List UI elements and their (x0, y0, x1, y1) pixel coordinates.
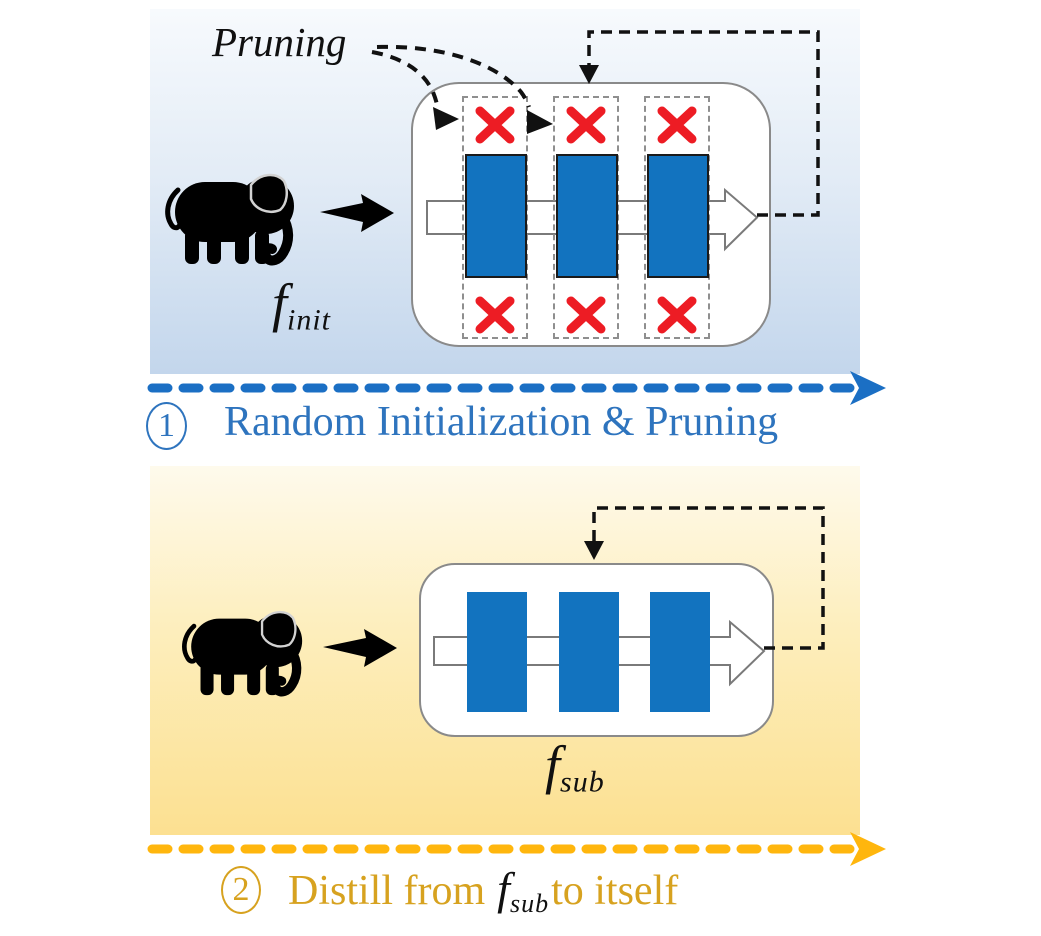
step1-number-badge: 1 (146, 402, 187, 450)
stage1-caption: Random Initialization & Pruning (224, 399, 779, 445)
filter-bar (465, 154, 527, 278)
stage2-progress-arrowhead (850, 832, 886, 866)
prune-x-icon (655, 105, 699, 145)
caption-fsub-base: f (497, 863, 510, 914)
finit-subscript: init (287, 303, 332, 337)
weight-column (644, 96, 710, 339)
filter-bar (559, 592, 619, 712)
stage2-network-box (419, 563, 774, 737)
prune-x-icon (564, 295, 608, 335)
input-arrow-icon (320, 192, 396, 234)
stage1-progress-arrowhead (850, 371, 886, 405)
elephant-icon (163, 158, 311, 284)
input-arrow-icon (323, 627, 399, 669)
weight-column (553, 96, 619, 339)
model-label-fsub: fsub (545, 734, 605, 799)
prune-x-icon (473, 105, 517, 145)
prune-x-icon (473, 295, 517, 335)
prune-x-icon (655, 295, 699, 335)
fsub-subscript: sub (560, 765, 605, 799)
step2-number-badge: 2 (221, 866, 261, 914)
model-label-finit: finit (272, 272, 331, 337)
step1-number: 1 (158, 407, 175, 444)
finit-base: f (272, 273, 288, 333)
stage1-network-box (411, 82, 771, 347)
pruning-label: Pruning (212, 19, 347, 65)
stage2-caption-suffix: to itself (551, 868, 679, 914)
elephant-icon (180, 596, 318, 714)
filter-bar (556, 154, 618, 278)
fsub-base: f (545, 735, 561, 795)
caption-fsub-subscript: sub (509, 888, 550, 918)
prune-x-icon (564, 105, 608, 145)
filter-bar (647, 154, 709, 278)
stage2-caption-prefix: Distill from (288, 868, 486, 914)
filter-bar (650, 592, 710, 712)
filter-bar (467, 592, 527, 712)
step2-number: 2 (232, 871, 250, 908)
stage2-caption-math: fsub (497, 863, 549, 918)
weight-column (462, 96, 528, 339)
